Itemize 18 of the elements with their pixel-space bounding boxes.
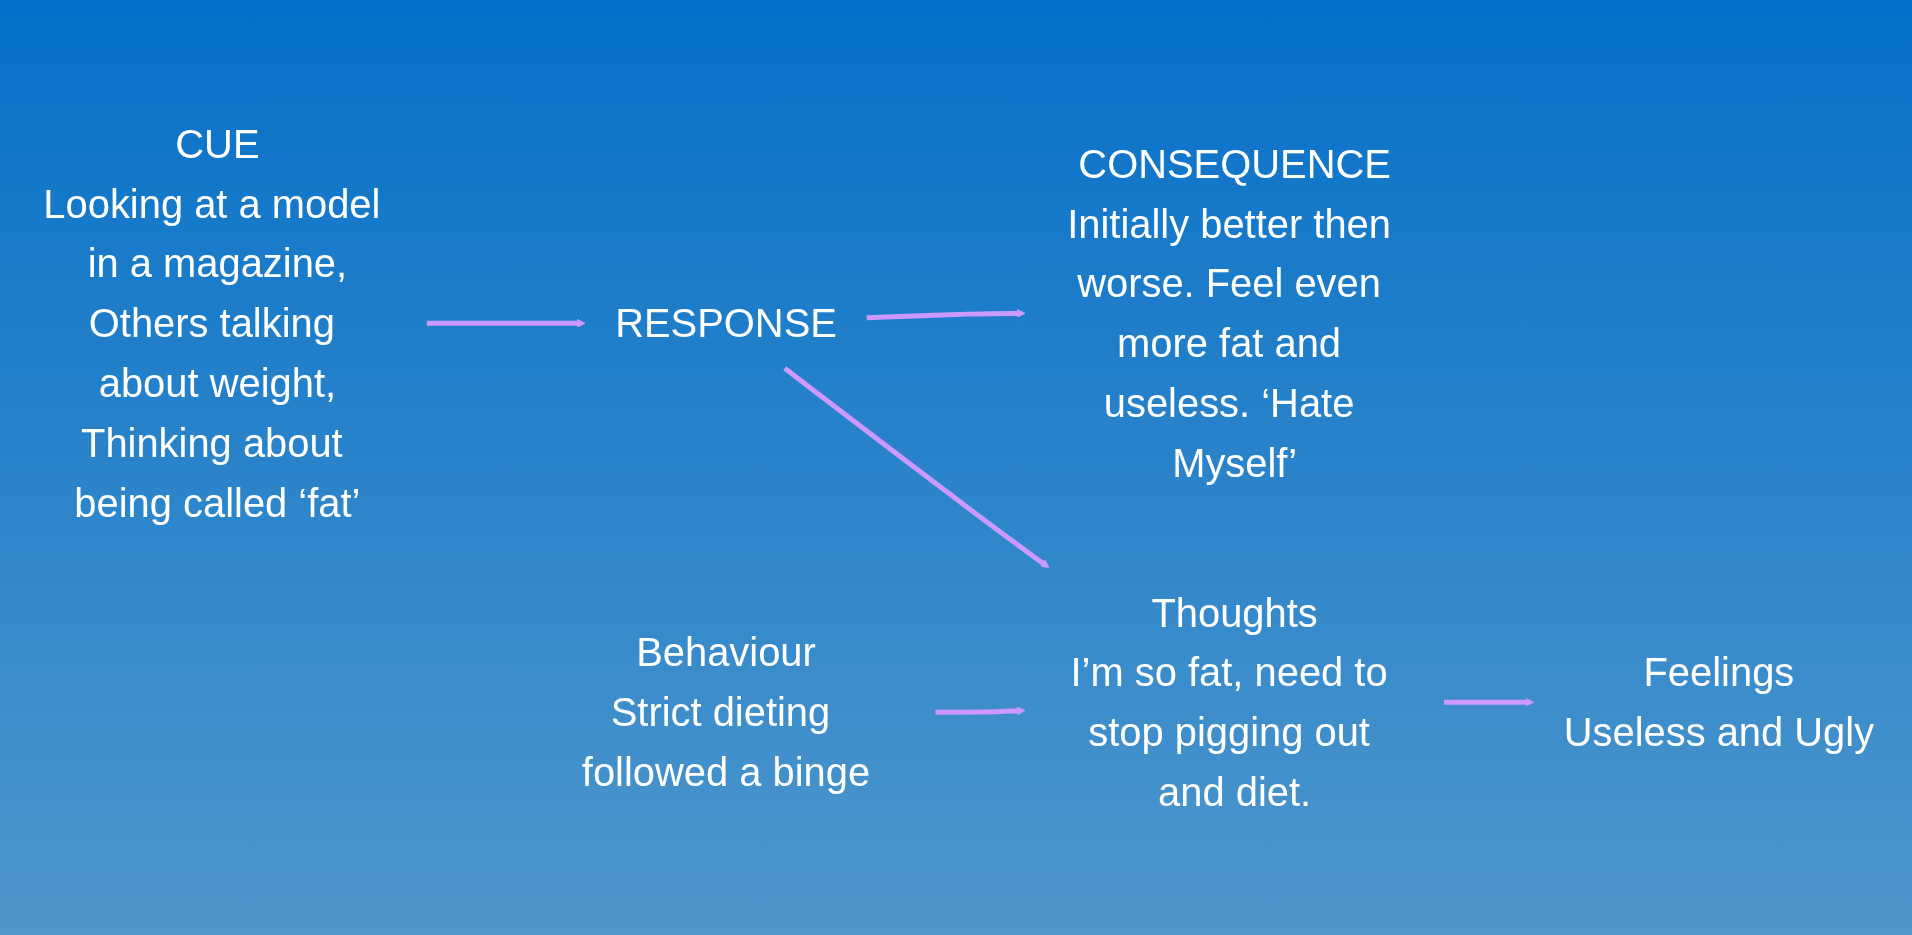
node-label: Initially better then worse. Feel even more fat and useless. ‘Hate Myself’	[1067, 201, 1391, 485]
node-label: Looking at a model in a magazine,	[43, 181, 381, 285]
node-text: CONSEQUENCE	[1078, 141, 1391, 186]
node-text: CUE	[175, 121, 260, 166]
node-text: Behaviour	[636, 630, 816, 674]
arrow	[426, 318, 586, 328]
node-label: Useless and Ugly	[1563, 709, 1875, 754]
node-label: Others talking about weight,	[88, 300, 337, 405]
arrow	[783, 365, 1050, 568]
node-label: I’m so fat, need to stop pigging out and diet.	[1070, 649, 1388, 814]
arrow	[1444, 697, 1535, 707]
node-label: Strict dieting followed a binge	[581, 689, 871, 794]
node-label: Thinking about being called ‘fat’	[74, 420, 361, 525]
node-text: Feelings	[1643, 649, 1795, 694]
arrow	[866, 308, 1026, 320]
node-text: RESPONSE	[615, 300, 837, 345]
node-text: Thoughts	[1151, 590, 1318, 635]
arrow	[935, 706, 1026, 715]
